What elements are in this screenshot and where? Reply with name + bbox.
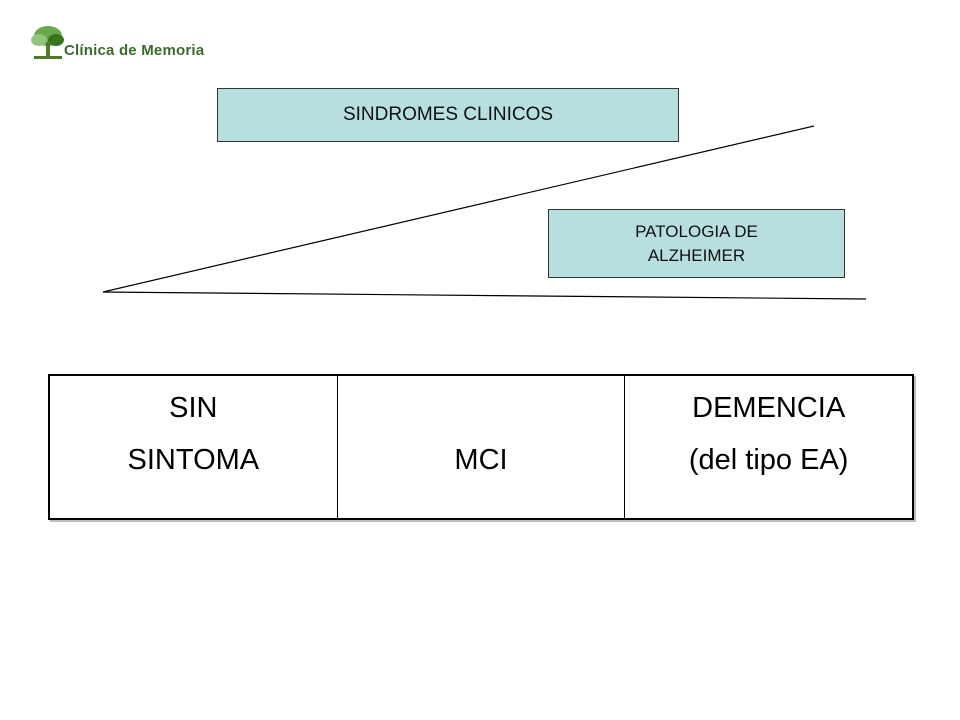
stage-mci-label: MCI [454, 444, 508, 476]
stage-dementia: DEMENCIA (del tipo EA) [624, 376, 912, 518]
stages-table: SIN SINTOMA MCI DEMENCIA (del tipo EA) [48, 374, 914, 520]
stage-dementia-line1: DEMENCIA [692, 392, 846, 424]
stage-asymptomatic-line1: SIN [169, 392, 218, 424]
lower-wedge-line [102, 291, 867, 300]
tree-icon [31, 26, 64, 59]
stage-mci: MCI [336, 376, 625, 518]
patologia-label-line1: PATOLOGIA DE [635, 221, 758, 241]
upper-wedge-line [102, 125, 815, 293]
logo-text: Clínica de Memoria [64, 42, 205, 59]
stage-asymptomatic-line2: SINTOMA [127, 444, 260, 476]
sindromes-clinicos-label: SINDROMES CLINICOS [342, 104, 554, 125]
stage-asymptomatic: SIN SINTOMA [50, 376, 337, 518]
clinic-logo: Clínica de Memoria [28, 22, 238, 66]
patologia-alzheimer-box: PATOLOGIA DE ALZHEIMER [548, 209, 845, 278]
sindromes-clinicos-box: SINDROMES CLINICOS [217, 88, 679, 142]
stage-dementia-line2: (del tipo EA) [688, 444, 849, 476]
patologia-label-line2: ALZHEIMER [647, 245, 746, 265]
